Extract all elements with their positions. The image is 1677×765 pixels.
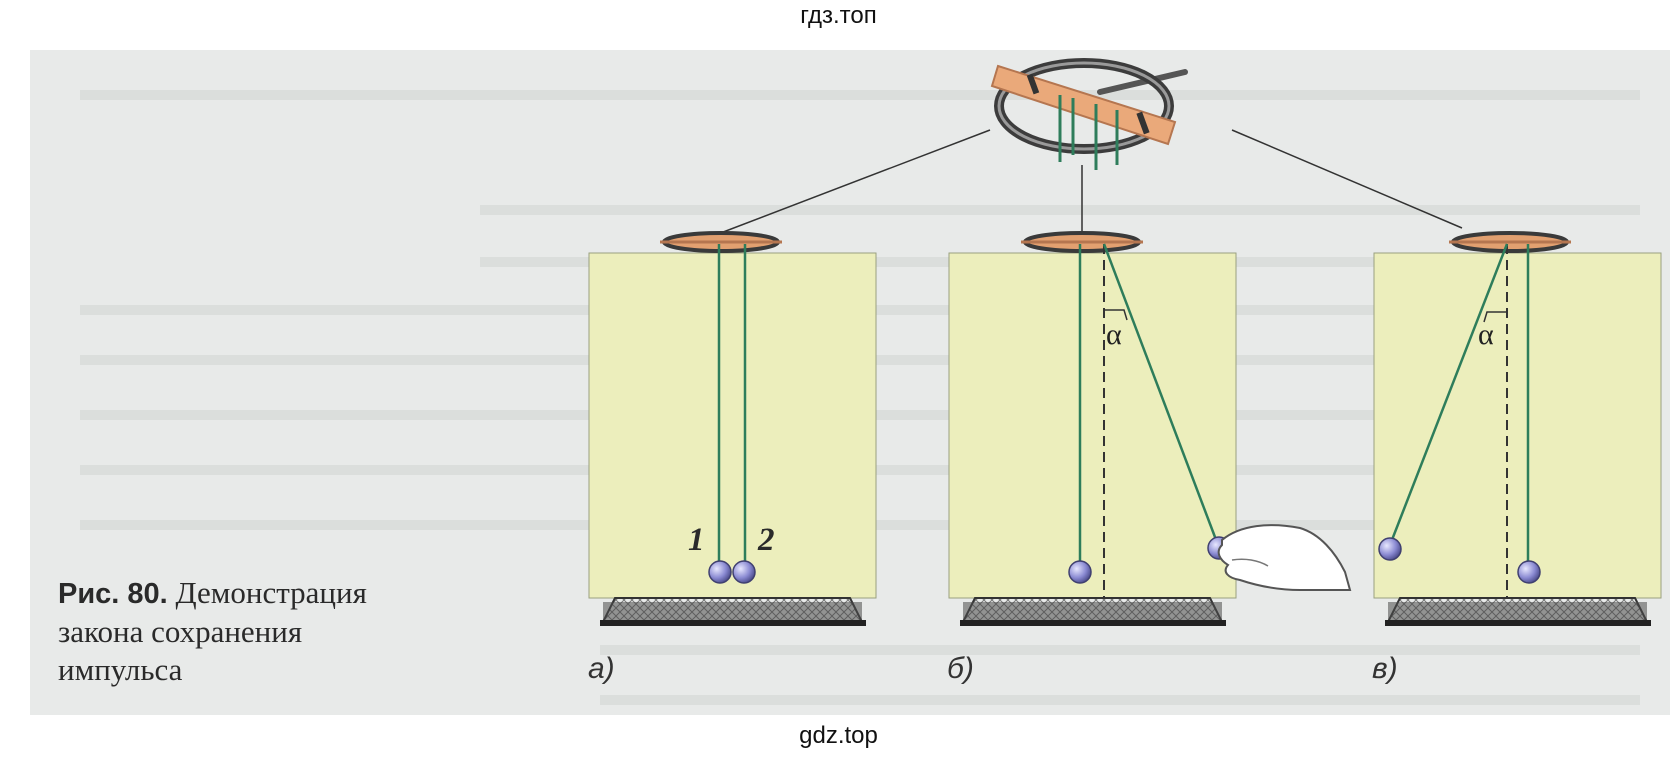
ball-1-label: 1 xyxy=(688,522,705,558)
ball-2 xyxy=(732,560,756,584)
panel-a xyxy=(588,231,877,626)
panel-a-label: а) xyxy=(588,652,615,685)
suspension-detail xyxy=(990,58,1188,170)
panel-b xyxy=(948,231,1352,626)
panel-c-label: в) xyxy=(1372,652,1398,685)
caption-line-3: импульса xyxy=(58,652,183,687)
watermark-top: гдз.топ xyxy=(800,2,877,29)
detail-lead-lines xyxy=(717,129,1463,235)
angle-label-c: α xyxy=(1478,318,1494,351)
caption-line-1: Демонстрация xyxy=(175,575,367,610)
panel-b-label: б) xyxy=(947,652,974,685)
panel-c xyxy=(1373,231,1662,626)
ball-1 xyxy=(708,560,732,584)
figure-number: Рис. 80. xyxy=(58,578,168,610)
angle-label-b: α xyxy=(1106,318,1122,351)
watermark-bottom: gdz.top xyxy=(799,722,878,749)
hand-illustration xyxy=(1217,524,1352,591)
figure-caption: Рис. 80. Демонстрация закона сохранения … xyxy=(58,574,498,689)
ball-2-label: 2 xyxy=(758,522,775,558)
caption-line-2: закона сохранения xyxy=(58,614,303,649)
